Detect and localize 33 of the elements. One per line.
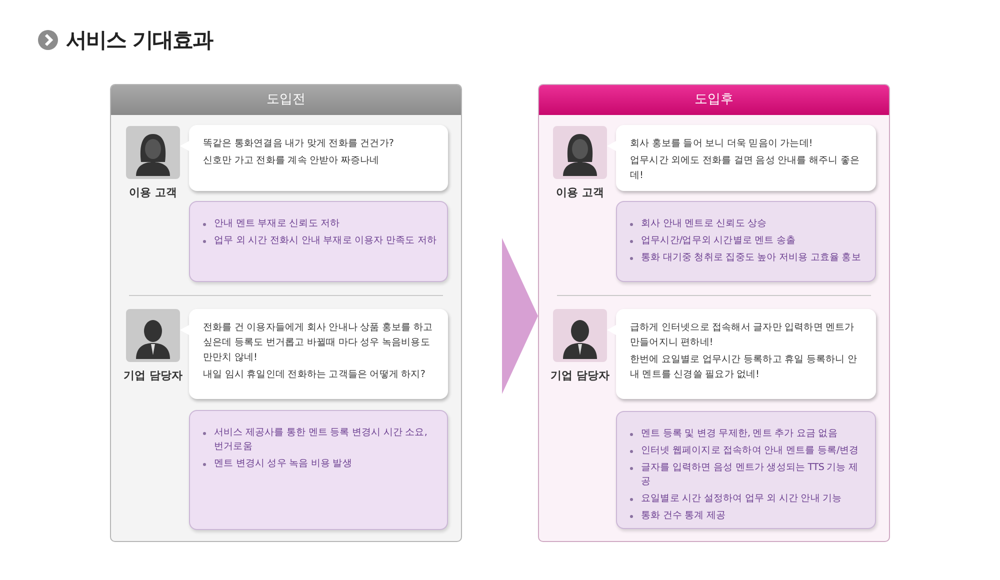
bullet-item: 안내 멘트 부재로 신뢰도 저하 <box>214 218 340 229</box>
quote-text: 똑같은 통화연결음 내가 맞게 전화를 건건가? <box>203 137 395 151</box>
role-label: 기업 담당자 <box>122 368 184 383</box>
panel-header: 도입전 <box>111 85 461 115</box>
bullet-item: 요일별로 시간 설정하여 업무 외 시간 안내 기능 <box>641 493 842 504</box>
bullet-item: 업무 외 시간 전화시 안내 부재로 이용자 만족도 저하 <box>214 235 437 246</box>
bullet-list-box <box>189 201 448 282</box>
role-label: 이용 고객 <box>555 185 605 200</box>
quote-text: 전화를 건 이용자들에게 회사 안내나 상품 홍보를 하고 싶은데 등록도 번거롭고 바뀔때 마다 성우 녹음비용도 만만치 않네! <box>203 321 434 365</box>
bullet-item: 글자를 입력하면 음성 멘트가 생성되는 TTS 기능 제공 <box>641 462 858 487</box>
bullet-item: 통화 대기중 청취로 집중도 높아 저비용 고효율 홍보 <box>641 252 861 263</box>
quote-text: 급하게 인터넷으로 접속해서 글자만 입력하면 멘트가 만들어지니 편하네! <box>630 321 856 350</box>
bullet-list-box <box>616 201 876 282</box>
panel-header: 도입후 <box>539 85 889 115</box>
bullet-item: 멘트 등록 및 변경 무제한, 멘트 추가 요금 없음 <box>641 428 838 439</box>
bullet-item: 통화 건수 통계 제공 <box>641 510 726 521</box>
bullet-list-box <box>616 411 876 529</box>
quote-text: 업무시간 외에도 전화를 걸면 음성 안내를 해주니 좋은데! <box>630 154 861 183</box>
role-label: 기업 담당자 <box>550 368 610 383</box>
quote-text: 내일 임시 휴일인데 전화하는 고객들은 어떻게 하지? <box>203 368 426 382</box>
bullet-item: 인터넷 웹페이지로 접속하여 안내 멘트를 등록/변경 <box>641 445 858 456</box>
bullet-item: 회사 안내 멘트로 신뢰도 상승 <box>641 218 767 229</box>
bullet-item: 업무시간/업무외 시간별로 멘트 송출 <box>641 235 796 246</box>
quote-text: 신호만 가고 전화를 계속 안받아 짜증나네 <box>203 154 380 168</box>
quote-text: 회사 홍보를 들어 보니 더욱 믿음이 가는데! <box>630 137 814 151</box>
role-label: 이용 고객 <box>128 185 178 200</box>
page-title: 서비스 기대효과 <box>66 27 212 54</box>
bullet-list-box <box>189 410 448 530</box>
bullet-item: 서비스 제공사를 통한 멘트 등록 변경시 시간 소요, 번거로움 <box>214 427 427 452</box>
quote-text: 한번에 요일별로 업무시간 등록하고 휴일 등록하니 안내 멘트를 신경쓸 필요가 없네! <box>630 353 858 382</box>
comparison-panel <box>538 84 890 542</box>
comparison-panel <box>110 84 462 542</box>
bullet-item: 멘트 변경시 성우 녹음 비용 발생 <box>214 458 352 469</box>
